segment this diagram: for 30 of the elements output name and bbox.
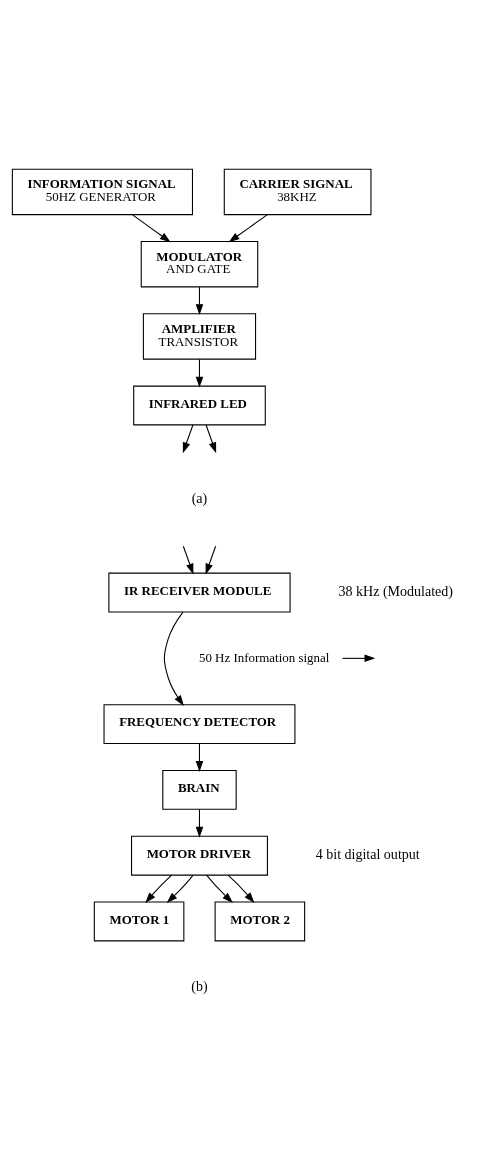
node-box: INFORMATION SIGNAL 50HZ GENERATOR: [11, 168, 193, 216]
arrow: [166, 874, 194, 903]
node-box: CARRIER SIGNAL 38KHZ: [223, 168, 372, 216]
node-box: BRAIN: [162, 769, 237, 810]
arrow: [228, 214, 268, 243]
node-box: MOTOR DRIVER: [131, 835, 268, 876]
arrow: [341, 654, 376, 663]
node-box: FREQUENCY DETECTOR: [103, 704, 296, 745]
label: (a): [191, 490, 208, 506]
node-text: 50 Hz Information signal: [198, 649, 330, 665]
node-box: MOTOR 2: [214, 901, 306, 942]
node-box: AMPLIFIER TRANSISTOR: [142, 313, 257, 360]
arrow: [132, 214, 171, 243]
arrow: [205, 424, 217, 454]
label: 38 kHz (Modulated): [338, 584, 453, 600]
arrow: [206, 874, 233, 903]
arrow: [195, 808, 204, 838]
arrow: [182, 424, 194, 454]
arrow: [182, 545, 194, 575]
node-box: MOTOR 1: [93, 901, 185, 942]
arrow: [205, 545, 217, 575]
arrow: [163, 611, 184, 706]
node-box: IR RECEIVER MODULE: [108, 572, 291, 613]
label: (b): [191, 978, 208, 994]
arrow: [227, 874, 255, 904]
arrow: [195, 358, 204, 388]
arrow: [145, 874, 173, 904]
node-box: MODULATOR AND GATE: [140, 241, 259, 288]
label: 4 bit digital output: [315, 847, 420, 863]
node-box: INFRARED LED: [133, 385, 266, 426]
